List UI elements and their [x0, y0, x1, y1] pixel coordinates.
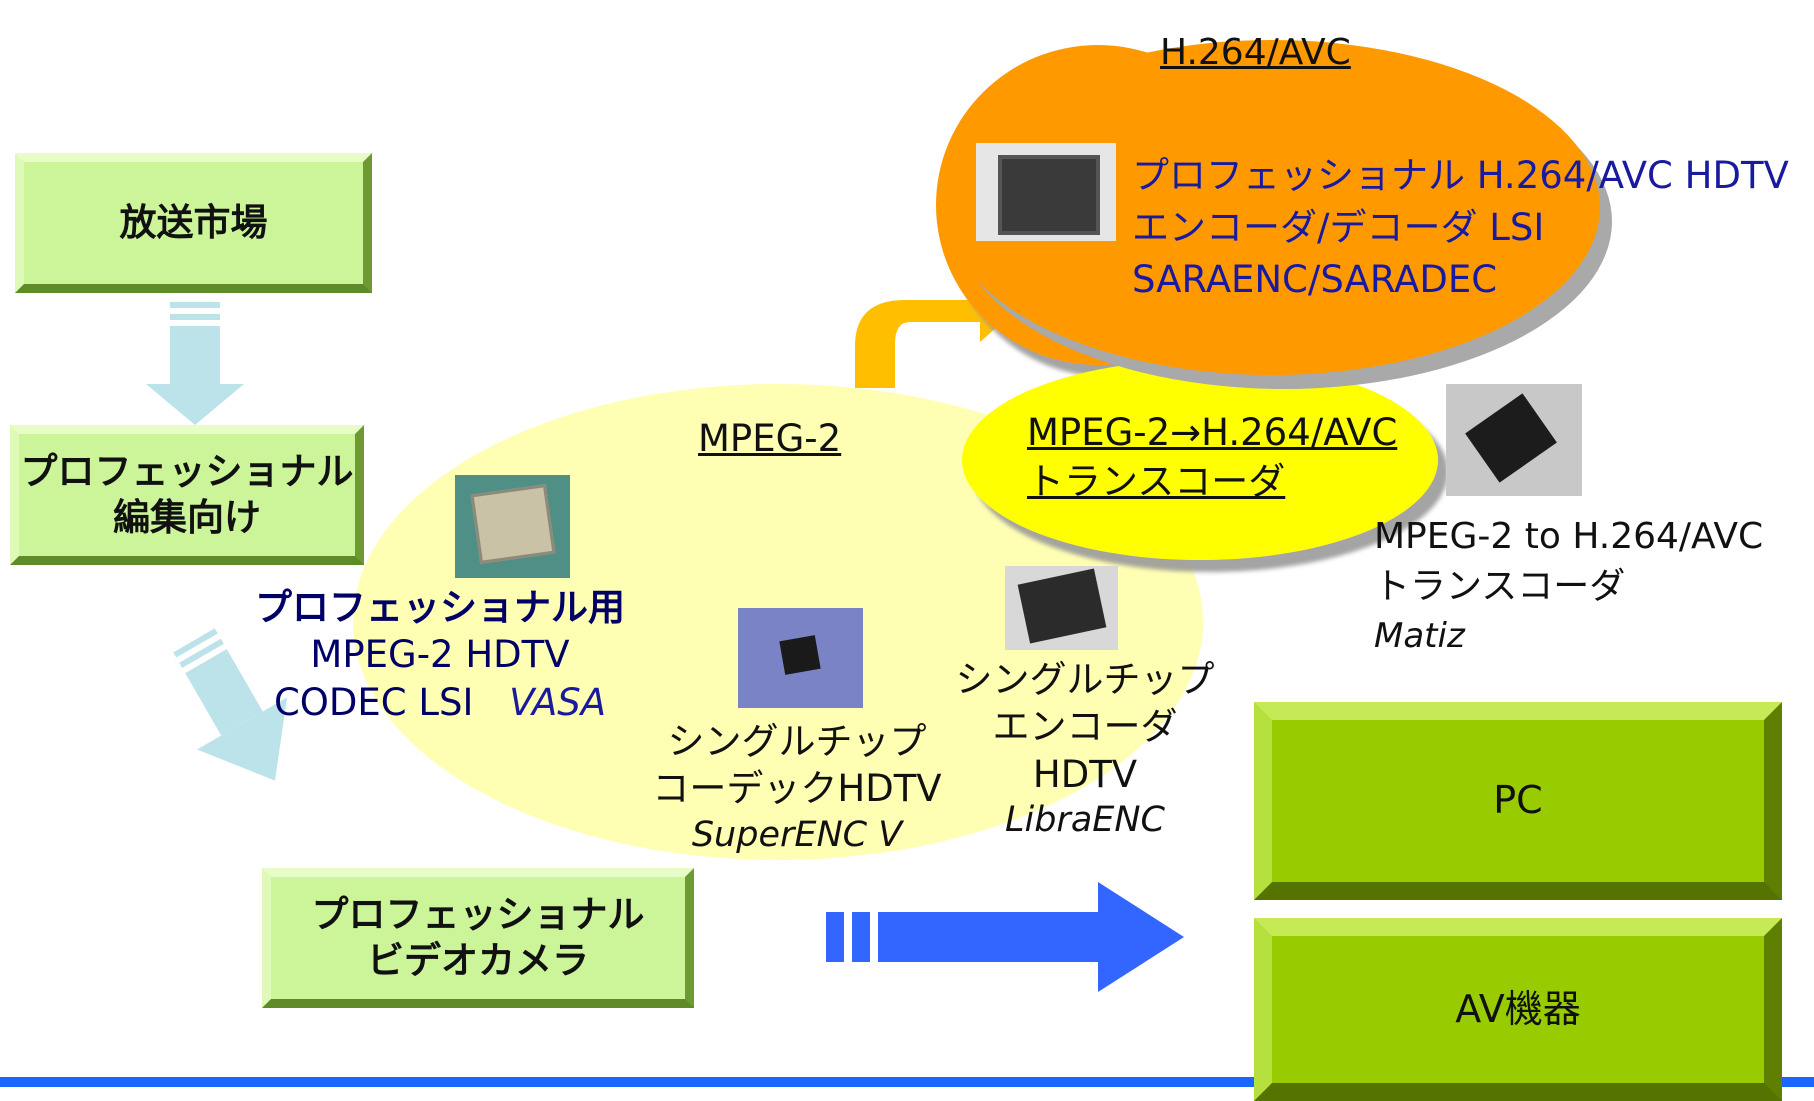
matiz-name: Matiz: [1374, 615, 1465, 656]
professional-editing-line2: 編集向け: [113, 496, 261, 539]
superenc-chip-image: [738, 608, 863, 708]
h264-line3: SARAENC/SARADEC: [1132, 257, 1498, 301]
h264-line2: エンコーダ/デコーダ LSI: [1132, 205, 1545, 249]
superenc-line2: コーデックHDTV: [652, 767, 942, 811]
transcoder-title: MPEG-2→H.264/AVC トランスコーダ: [1027, 408, 1397, 506]
right-arrow-blue: [826, 882, 1184, 992]
vasa-text: プロフェッショナル用 MPEG-2 HDTV CODEC LSI VASA: [255, 584, 625, 726]
matiz-text: MPEG-2 to H.264/AVC トランスコーダ Matiz: [1374, 512, 1763, 660]
libraenc-name: LibraENC: [1004, 800, 1165, 841]
transcoder-title-line1: MPEG-2→H.264/AVC: [1027, 411, 1398, 454]
av-equipment-label: AV機器: [1455, 986, 1581, 1031]
libraenc-line1: シングルチップ: [955, 658, 1215, 701]
vasa-line1: プロフェッショナル用: [255, 586, 625, 629]
superenc-name: SuperENC V: [691, 814, 903, 855]
libraenc-line2: エンコーダ: [992, 705, 1178, 749]
matiz-line2: トランスコーダ: [1374, 566, 1626, 608]
professional-camera-line2: ビデオカメラ: [367, 939, 589, 982]
superenc-text: シングルチップ コーデックHDTV SuperENC V: [632, 718, 962, 858]
libraenc-chip-image: [1005, 566, 1118, 650]
diagonal-arrow-light-blue: [173, 628, 288, 781]
transcoder-ellipse: [962, 360, 1438, 560]
bottom-rule: [0, 1077, 1814, 1087]
pc-box: PC: [1254, 702, 1782, 900]
transcoder-title-line2: トランスコーダ: [1027, 460, 1286, 504]
libraenc-line3: HDTV: [1032, 752, 1138, 796]
pc-label: PC: [1493, 778, 1543, 823]
matiz-chip-image: [1446, 384, 1582, 496]
professional-editing-line1: プロフェッショナル: [20, 449, 354, 493]
matiz-line1: MPEG-2 to H.264/AVC: [1374, 516, 1764, 557]
professional-camera-box: プロフェッショナル ビデオカメラ: [262, 868, 694, 1008]
vasa-name: VASA: [509, 680, 607, 724]
professional-editing-box: プロフェッショナル 編集向け: [10, 425, 364, 565]
h264-text: プロフェッショナル H.264/AVC HDTV エンコーダ/デコーダ LSI …: [1132, 150, 1789, 305]
h264-line1: プロフェッショナル H.264/AVC HDTV: [1132, 154, 1789, 197]
saraenc-chip-image: [976, 143, 1116, 241]
down-arrow-light-blue: [146, 302, 244, 425]
vasa-chip-image: [455, 475, 570, 578]
broadcast-market-box: 放送市場: [15, 153, 372, 293]
vasa-line3: CODEC LSI: [273, 680, 474, 724]
av-equipment-box: AV機器: [1254, 918, 1782, 1101]
mpeg2-title: MPEG-2: [698, 417, 842, 460]
professional-camera-line1: プロフェッショナル: [311, 892, 645, 936]
vasa-line2: MPEG-2 HDTV: [310, 633, 570, 677]
broadcast-market-label: 放送市場: [119, 200, 268, 244]
superenc-line1: シングルチップ: [667, 720, 927, 763]
libraenc-text: シングルチップ エンコーダ HDTV LibraENC: [935, 656, 1235, 843]
h264-title: H.264/AVC: [1160, 32, 1351, 73]
